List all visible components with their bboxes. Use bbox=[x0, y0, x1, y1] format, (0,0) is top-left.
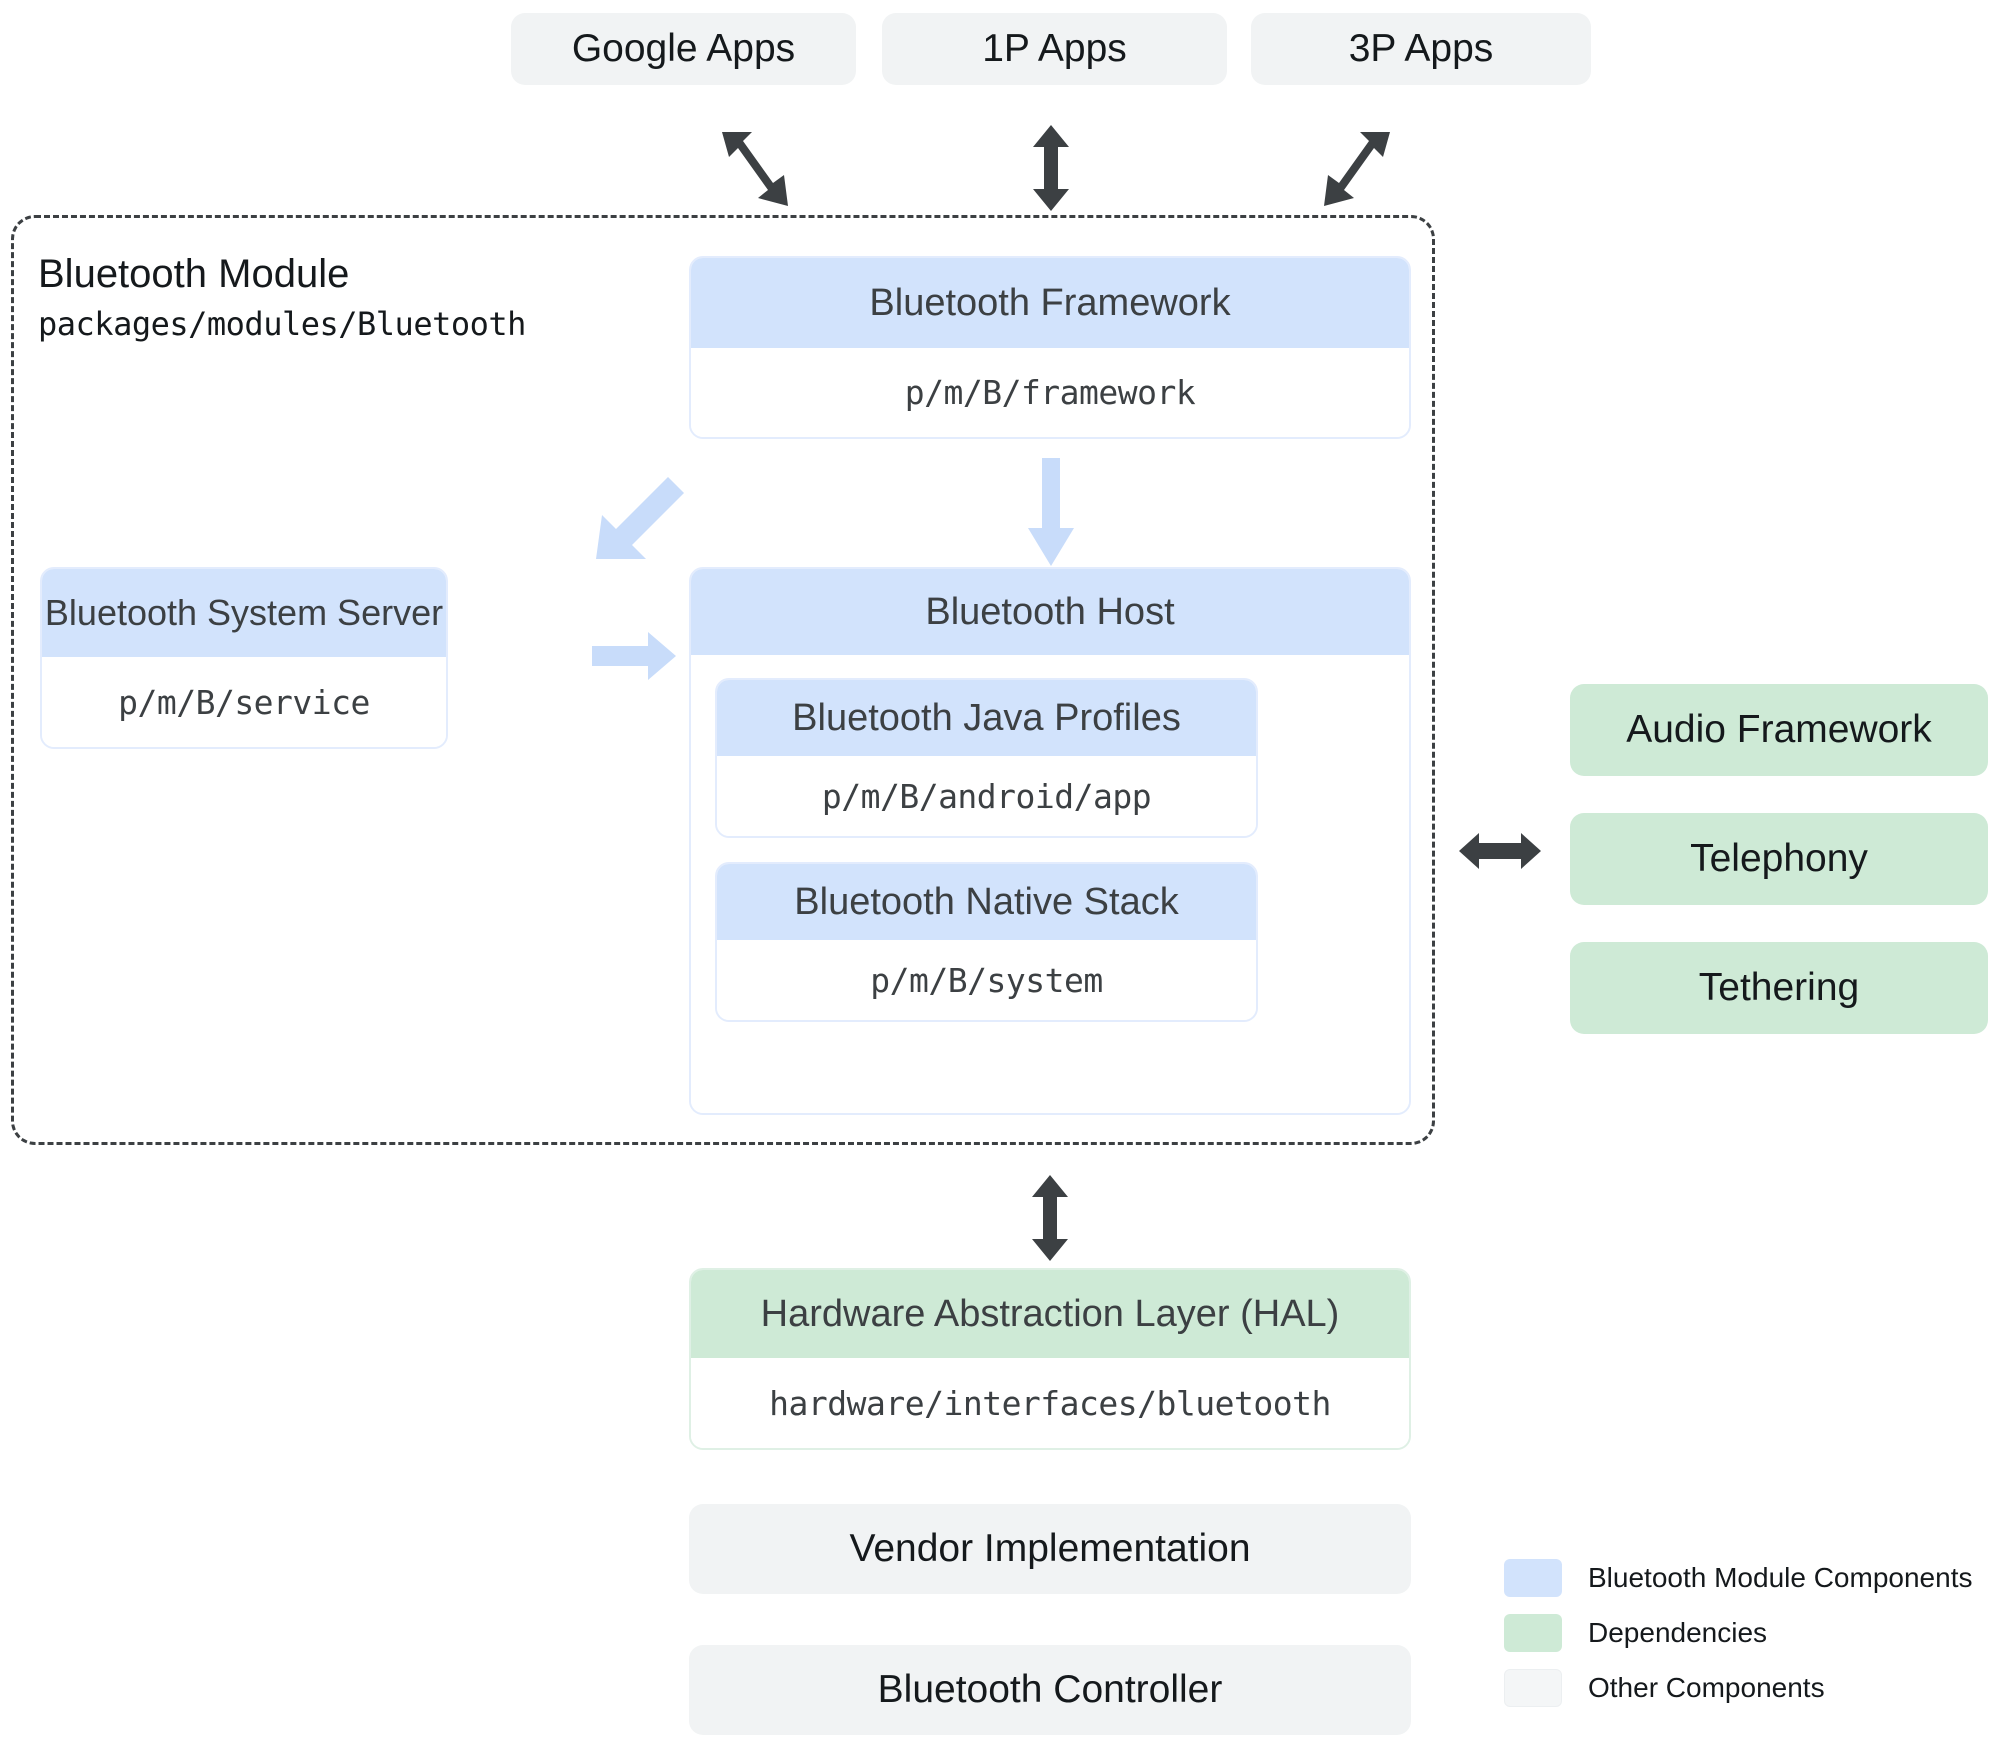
legend: Bluetooth Module Components Dependencies… bbox=[1504, 1556, 1972, 1721]
hal-card[interactable]: Hardware Abstraction Layer (HAL) hardwar… bbox=[689, 1268, 1411, 1450]
app-box-1p-apps[interactable]: 1P Apps bbox=[882, 13, 1227, 85]
bluetooth-system-server-card[interactable]: Bluetooth System Server p/m/B/service bbox=[40, 567, 448, 749]
bluetooth-controller-box[interactable]: Bluetooth Controller bbox=[689, 1645, 1411, 1735]
bluetooth-host-header: Bluetooth Host bbox=[691, 569, 1409, 655]
arrow-1p-apps-to-module bbox=[1033, 125, 1069, 211]
bluetooth-framework-path: p/m/B/framework bbox=[904, 373, 1196, 412]
dependency-box-telephony[interactable]: Telephony bbox=[1570, 813, 1988, 905]
arrow-module-to-dependencies bbox=[1459, 833, 1541, 869]
bluetooth-system-server-header: Bluetooth System Server bbox=[42, 569, 446, 657]
legend-swatch-green bbox=[1504, 1613, 1562, 1652]
legend-label: Bluetooth Module Components bbox=[1588, 1561, 1973, 1593]
dependency-label: Tethering bbox=[1698, 966, 1860, 1009]
bluetooth-system-server-body: p/m/B/service bbox=[42, 657, 446, 747]
arrow-3p-apps-to-module bbox=[1324, 132, 1390, 206]
bluetooth-native-stack-title: Bluetooth Native Stack bbox=[794, 880, 1179, 923]
bluetooth-java-profiles-header: Bluetooth Java Profiles bbox=[717, 680, 1256, 756]
legend-swatch-gray bbox=[1504, 1668, 1562, 1707]
bluetooth-java-profiles-title: Bluetooth Java Profiles bbox=[792, 696, 1181, 739]
legend-row-other-components: Other Components bbox=[1504, 1666, 1972, 1709]
bluetooth-framework-header: Bluetooth Framework bbox=[691, 258, 1409, 348]
bluetooth-host-body: Bluetooth Java Profiles p/m/B/android/ap… bbox=[691, 655, 1409, 1113]
arrow-module-to-hal bbox=[1032, 1175, 1068, 1261]
vendor-implementation-label: Vendor Implementation bbox=[849, 1527, 1251, 1570]
bluetooth-controller-label: Bluetooth Controller bbox=[877, 1668, 1223, 1711]
bluetooth-system-server-title: Bluetooth System Server bbox=[44, 592, 444, 633]
bluetooth-native-stack-body: p/m/B/system bbox=[717, 940, 1256, 1020]
legend-label: Other Components bbox=[1588, 1671, 1825, 1703]
dependency-box-tethering[interactable]: Tethering bbox=[1570, 942, 1988, 1034]
bluetooth-java-profiles-card[interactable]: Bluetooth Java Profiles p/m/B/android/ap… bbox=[715, 678, 1258, 838]
arrow-google-apps-to-module bbox=[722, 132, 788, 206]
arrow-system-server-to-host bbox=[592, 632, 676, 680]
legend-label: Dependencies bbox=[1588, 1616, 1768, 1648]
bluetooth-host-card[interactable]: Bluetooth Host Bluetooth Java Profiles p… bbox=[689, 567, 1411, 1115]
bluetooth-framework-card[interactable]: Bluetooth Framework p/m/B/framework bbox=[689, 256, 1411, 439]
app-box-3p-apps[interactable]: 3P Apps bbox=[1251, 13, 1591, 85]
dependency-box-audio-framework[interactable]: Audio Framework bbox=[1570, 684, 1988, 776]
app-box-label: Google Apps bbox=[571, 27, 796, 70]
dependency-label: Audio Framework bbox=[1626, 708, 1932, 751]
hal-title: Hardware Abstraction Layer (HAL) bbox=[760, 1292, 1340, 1335]
bluetooth-java-profiles-body: p/m/B/android/app bbox=[717, 756, 1256, 836]
legend-row-module-components: Bluetooth Module Components bbox=[1504, 1556, 1972, 1599]
module-path: packages/modules/Bluetooth bbox=[38, 305, 526, 343]
bluetooth-framework-body: p/m/B/framework bbox=[691, 348, 1409, 437]
arrow-framework-to-system-server bbox=[596, 477, 684, 559]
legend-row-dependencies: Dependencies bbox=[1504, 1611, 1972, 1654]
module-title: Bluetooth Module bbox=[38, 252, 350, 296]
hal-body: hardware/interfaces/bluetooth bbox=[691, 1358, 1409, 1448]
vendor-implementation-box[interactable]: Vendor Implementation bbox=[689, 1504, 1411, 1594]
dependency-label: Telephony bbox=[1690, 837, 1868, 880]
bluetooth-framework-title: Bluetooth Framework bbox=[869, 281, 1231, 324]
hal-path: hardware/interfaces/bluetooth bbox=[769, 1383, 1331, 1423]
bluetooth-native-stack-card[interactable]: Bluetooth Native Stack p/m/B/system bbox=[715, 862, 1258, 1022]
app-box-label: 1P Apps bbox=[982, 27, 1127, 70]
legend-swatch-blue bbox=[1504, 1558, 1562, 1597]
app-box-google-apps[interactable]: Google Apps bbox=[511, 13, 856, 85]
bluetooth-module-container bbox=[11, 215, 1435, 1145]
arrow-framework-to-host bbox=[1028, 458, 1074, 566]
bluetooth-native-stack-header: Bluetooth Native Stack bbox=[717, 864, 1256, 940]
bluetooth-java-profiles-path: p/m/B/android/app bbox=[821, 776, 1152, 816]
hal-header: Hardware Abstraction Layer (HAL) bbox=[691, 1270, 1409, 1358]
bluetooth-native-stack-path: p/m/B/system bbox=[870, 960, 1103, 1000]
app-box-label: 3P Apps bbox=[1348, 27, 1494, 70]
bluetooth-system-server-path: p/m/B/service bbox=[118, 682, 370, 722]
bluetooth-host-title: Bluetooth Host bbox=[925, 590, 1175, 633]
